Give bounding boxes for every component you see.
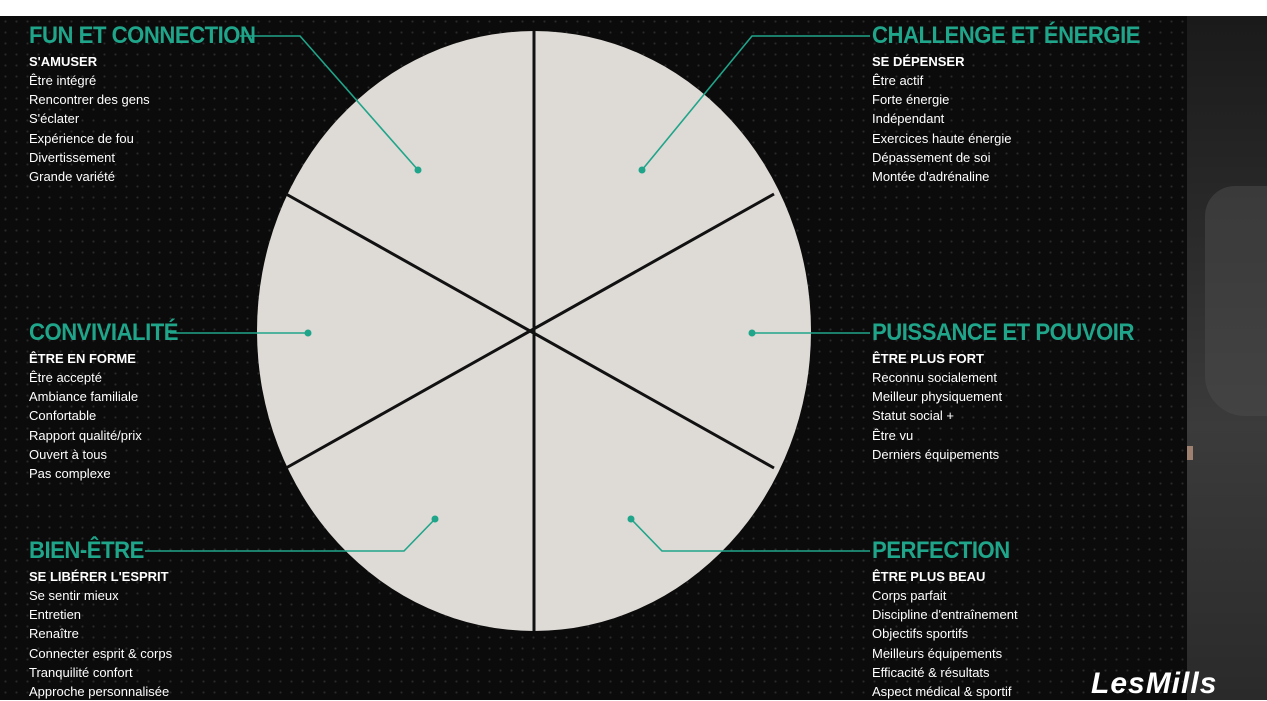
list-item: Aspect médical & sportif	[872, 684, 1012, 700]
list-item: Dépassement de soi	[872, 149, 991, 165]
list-item: Indépendant	[872, 111, 945, 127]
connector-tl	[240, 35, 419, 171]
list-item: Objectifs sportifs	[872, 626, 969, 642]
quadrant-subtitle: ÊTRE EN FORME	[29, 351, 136, 366]
list-item: Approche personnalisée	[29, 684, 170, 700]
dot-bl	[431, 515, 439, 523]
quadrant-perfection: PERFECTION ÊTRE PLUS BEAU Corps parfait …	[872, 538, 1022, 701]
list-item: Divertissement	[29, 149, 115, 165]
list-item: Renaître	[29, 626, 79, 642]
connector-tr	[641, 35, 870, 171]
connectors	[145, 35, 870, 552]
connector-bl	[145, 518, 436, 552]
quadrant-convivialite: CONVIVIALITÉ ÊTRE EN FORME Être accepté …	[29, 320, 191, 483]
list-item: Être accepté	[29, 370, 102, 385]
list-item: Confortable	[29, 408, 97, 424]
quadrant-bien-etre: BIEN-ÊTRE SE LIBÉRER L'ESPRIT Se sentir …	[29, 538, 172, 701]
connector-br	[630, 518, 870, 552]
quadrant-challenge-energie: CHALLENGE ET ÉNERGIE SE DÉPENSER Être ac…	[872, 23, 1163, 186]
side-photo	[1187, 16, 1267, 700]
quadrant-title: CONVIVIALITÉ	[29, 319, 179, 346]
quadrant-title: PERFECTION	[872, 537, 1010, 564]
list-item: Discipline d'entraînement	[872, 607, 1018, 623]
list-item: Pas complexe	[29, 466, 111, 482]
list-item: Exercices haute énergie	[872, 130, 1012, 146]
connector-dots	[304, 166, 756, 523]
list-item: Ouvert à tous	[29, 446, 108, 462]
list-item: Entretien	[29, 607, 82, 623]
list-item: Derniers équipements	[872, 446, 1000, 462]
dot-tl	[414, 166, 422, 174]
quadrant-title: PUISSANCE ET POUVOIR	[872, 319, 1134, 346]
dot-ml	[304, 329, 312, 337]
list-item: Meilleur physiquement	[872, 389, 1003, 405]
quadrant-subtitle: S'AMUSER	[29, 54, 98, 69]
list-item: Forte énergie	[872, 92, 950, 108]
list-item: Ambiance familiale	[29, 389, 139, 405]
list-item: Rencontrer des gens	[29, 92, 150, 108]
quadrant-subtitle: ÊTRE PLUS FORT	[872, 351, 984, 366]
list-item: S'éclater	[29, 111, 80, 127]
list-item: Statut social +	[872, 408, 955, 424]
quadrant-title: CHALLENGE ET ÉNERGIE	[872, 22, 1141, 49]
lesmills-logo: LesMills	[1091, 667, 1218, 700]
quadrant-subtitle: SE DÉPENSER	[872, 54, 965, 69]
quadrant-subtitle: SE LIBÉRER L'ESPRIT	[29, 569, 169, 584]
list-item: Se sentir mieux	[29, 588, 119, 603]
dot-tr	[638, 166, 646, 174]
list-item: Tranquilité confort	[29, 664, 133, 680]
quadrant-title: FUN ET CONNECTION	[29, 22, 256, 49]
list-item: Corps parfait	[872, 588, 947, 603]
quadrant-fun-connection: FUN ET CONNECTION S'AMUSER Être intégré …	[29, 23, 275, 186]
quadrant-puissance-pouvoir: PUISSANCE ET POUVOIR ÊTRE PLUS FORT Reco…	[872, 320, 1157, 464]
list-item: Rapport qualité/prix	[29, 427, 142, 443]
dot-br	[627, 515, 635, 523]
list-item: Être actif	[872, 73, 924, 88]
list-item: Être intégré	[29, 73, 97, 88]
list-item: Reconnu socialement	[872, 370, 998, 385]
list-item: Montée d'adrénaline	[872, 169, 990, 185]
wheel-dividers	[285, 31, 775, 631]
list-item: Connecter esprit & corps	[29, 645, 173, 661]
list-item: Expérience de fou	[29, 130, 134, 146]
quadrant-subtitle: ÊTRE PLUS BEAU	[872, 569, 986, 584]
list-item: Meilleurs équipements	[872, 645, 1003, 661]
list-item: Grande variété	[29, 169, 115, 185]
quadrant-title: BIEN-ÊTRE	[29, 537, 144, 564]
list-item: Être vu	[872, 427, 914, 443]
dot-mr	[748, 329, 756, 337]
divider-diagonal-2	[285, 192, 775, 470]
list-item: Efficacité & résultats	[872, 664, 990, 680]
